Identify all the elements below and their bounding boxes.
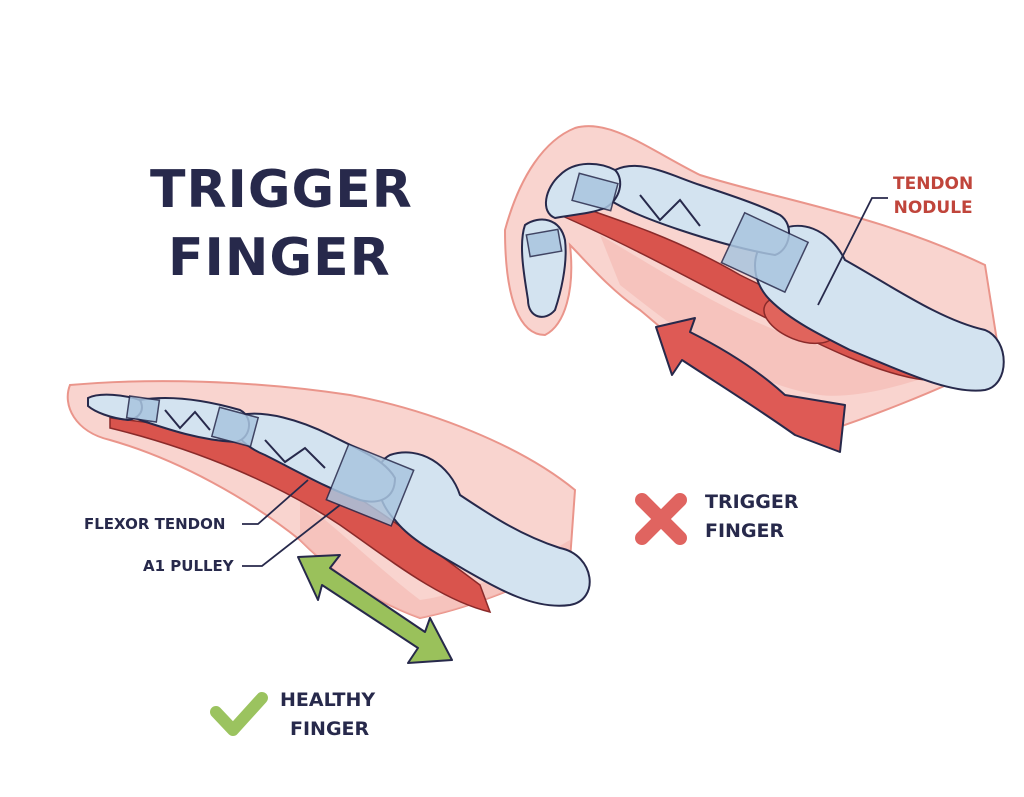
title-line-1: TRIGGER xyxy=(150,160,413,220)
trigger-finger-pulley-3 xyxy=(525,228,563,258)
trigger-finger-label-line-2: FINGER xyxy=(705,520,785,542)
flexor-tendon-label: FLEXOR TENDON xyxy=(84,515,226,533)
healthy-arrow xyxy=(297,554,453,664)
trigger-finger-label-line-1: TRIGGER xyxy=(705,491,799,513)
trigger-finger-metacarpal xyxy=(754,225,1005,392)
healthy-finger-cross-ligament xyxy=(164,409,326,469)
cross-icon xyxy=(635,493,687,545)
trigger-finger-a1-pulley xyxy=(720,211,810,294)
a1-pulley-leader xyxy=(242,504,341,567)
healthy-finger-pulley-2 xyxy=(210,406,260,448)
healthy-finger-a1-pulley xyxy=(325,443,415,527)
tendon-nodule-label-line-2: NODULE xyxy=(893,198,973,218)
title-line-2: FINGER xyxy=(168,228,391,288)
healthy-finger-drawing xyxy=(66,380,591,664)
tendon-nodule-label-line-1: TENDON xyxy=(893,174,974,194)
a1-pulley-label: A1 PULLEY xyxy=(143,557,234,575)
trigger-arrow xyxy=(655,317,846,453)
trigger-finger-pulley-2 xyxy=(571,172,619,212)
healthy-finger-label-line-1: HEALTHY xyxy=(280,689,376,711)
trigger-finger-drawing xyxy=(503,125,1005,453)
tendon-nodule-label: TENDON NODULE xyxy=(893,172,973,220)
trigger-finger-cross-ligament xyxy=(639,194,701,227)
check-icon xyxy=(210,692,268,736)
trigger-finger-label: TRIGGER FINGER xyxy=(705,488,798,546)
tendon-nodule-leader xyxy=(817,197,888,306)
healthy-finger-metacarpal xyxy=(376,451,591,607)
flexor-tendon-leader xyxy=(242,479,309,525)
healthy-finger-pulley-3 xyxy=(125,395,161,423)
healthy-finger-label: HEALTHY FINGER xyxy=(280,686,375,744)
healthy-finger-label-line-2: FINGER xyxy=(290,718,370,740)
